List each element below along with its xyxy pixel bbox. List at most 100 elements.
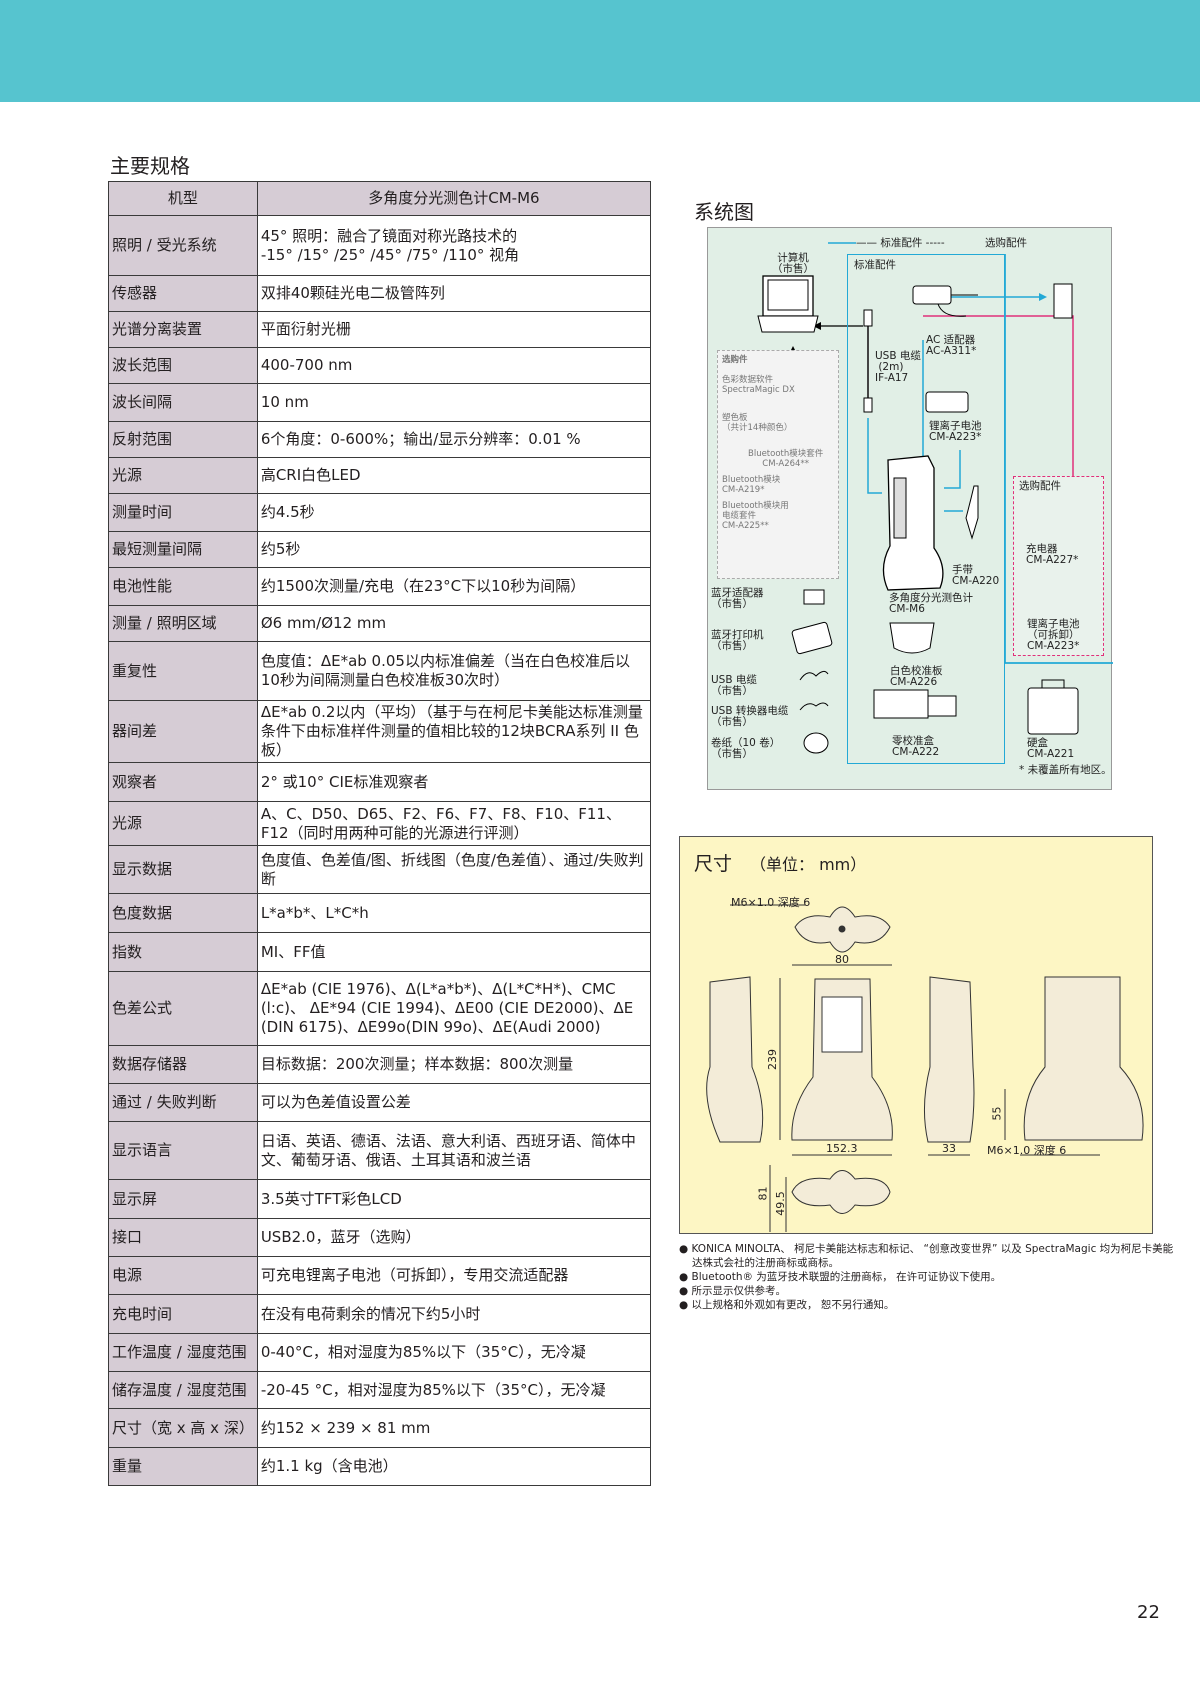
spec-value: 45° 照明：融合了镜面对称光路技术的 -15° /15° /25° /45° …: [256, 215, 652, 276]
white-cal-label: 白色校准板 CM-A226: [890, 665, 943, 688]
paper-roll-icon: [803, 732, 829, 754]
tiles-label: 塑色板 （共计14种颜色）: [722, 413, 793, 433]
spec-label: 工作温度 / 湿度范围: [108, 1333, 258, 1372]
page-number: 22: [1137, 1602, 1160, 1623]
strap-icon: [965, 485, 979, 540]
optional-header: 选购件: [722, 355, 748, 365]
computer-label: 计算机 （市售）: [772, 252, 814, 275]
spec-value: ΔE*ab 0.2以内（平均）（基于与在柯尼卡美能达标准测量条件下由标准样件测量…: [256, 700, 652, 763]
table-row: 传感器双排40颗硅光电二极管阵列: [108, 275, 652, 312]
charger-label: 充电器 CM-A227*: [1026, 543, 1079, 566]
footnotes: ● KONICA MINOLTA、 柯尼卡美能达标志和标记、 “创意改变世界” …: [679, 1242, 1179, 1312]
standard-label: 标准配件: [854, 259, 896, 271]
ac-adapter-label: AC 适配器 AC-A311*: [926, 334, 977, 357]
spec-value: 约1500次测量/充电（在23°C下以10秒为间隔）: [256, 567, 652, 606]
table-row: 通过 / 失败判断可以为色差值设置公差: [108, 1083, 652, 1122]
spec-label: 储存温度 / 湿度范围: [108, 1371, 258, 1409]
spec-label: 照明 / 受光系统: [108, 215, 258, 276]
spec-value: 约5秒: [256, 531, 652, 568]
spec-value: 0-40°C，相对湿度为85%以下（35°C），无冷凝: [256, 1333, 652, 1372]
spec-label: 电源: [108, 1256, 258, 1295]
system-title: 系统图: [694, 200, 754, 224]
spec-label: 充电时间: [108, 1294, 258, 1334]
table-row: 显示数据色度值、色差值/图、折线图（色度/色差值）、通过/失败判断: [108, 845, 652, 894]
spec-value: 日语、英语、德语、法语、意大利语、西班牙语、简体中文、葡萄牙语、俄语、土耳其语和…: [256, 1121, 652, 1180]
table-row: 重复性色度值：ΔE*ab 0.05以内标准偏差（当在白色校准后以10秒为间隔测量…: [108, 641, 652, 701]
spec-value: 6个角度：0-600%；输出/显示分辨率：0.01 %: [256, 421, 652, 458]
table-row: 光谱分离装置平面衍射光栅: [108, 311, 652, 348]
zero-calibration-icon: [873, 689, 929, 719]
spec-label: 显示屏: [108, 1179, 258, 1219]
spec-value: 3.5英寸TFT彩色LCD: [256, 1179, 652, 1219]
table-row: 显示语言日语、英语、德语、法语、意大利语、西班牙语、简体中文、葡萄牙语、俄语、土…: [108, 1121, 652, 1180]
footnote: ● KONICA MINOLTA、 柯尼卡美能达标志和标记、 “创意改变世界” …: [679, 1243, 1174, 1269]
spec-label: 色度数据: [108, 893, 258, 933]
spec-value: 10 nm: [256, 383, 652, 422]
white-calibration-icon: [889, 622, 935, 654]
table-row: 光源高CRI白色LED: [108, 457, 652, 494]
bt-kit-label: Bluetooth模块套件 CM-A264**: [748, 449, 824, 469]
battery-icon: [925, 391, 969, 413]
spec-label: 传感器: [108, 275, 258, 312]
spec-label: 重复性: [108, 641, 258, 701]
spec-value: 色度值、色差值/图、折线图（色度/色差值）、通过/失败判断: [256, 845, 652, 894]
table-header: 机型 多角度分光测色计CM-M6: [108, 181, 652, 216]
spec-label: 数据存储器: [108, 1045, 258, 1084]
spec-value: 约4.5秒: [256, 493, 652, 532]
spec-value: 400-700 nm: [256, 347, 652, 384]
spec-label: 通过 / 失败判断: [108, 1083, 258, 1122]
dimensions-panel: 尺寸 （单位： mm） M6×1.0 深度 6 80 239 152.3 55 …: [679, 836, 1153, 1234]
arrow-icon: [813, 322, 821, 330]
bt-module-label: Bluetooth模块 CM-A219*: [722, 475, 781, 495]
spec-label: 光谱分离装置: [108, 311, 258, 348]
spec-label: 波长间隔: [108, 383, 258, 422]
spec-value: Ø6 mm/Ø12 mm: [256, 605, 652, 642]
spec-value: 2° 或10° CIE标准观察者: [256, 762, 652, 802]
spec-label: 重量: [108, 1447, 258, 1486]
optional-accessories-box: [1013, 476, 1104, 656]
spec-value: 可以为色差值设置公差: [256, 1083, 652, 1122]
footnote: ● 以上规格和外观如有更改， 恕不另行通知。: [679, 1299, 895, 1311]
table-row: 测量时间约4.5秒: [108, 493, 652, 532]
paper-roll-label: 卷纸（10 卷） （市售）: [711, 737, 781, 760]
legend-standard: —— 标准配件 -----: [856, 237, 945, 249]
footnote: ● Bluetooth® 为蓝牙技术联盟的注册商标， 在许可证协议下使用。: [679, 1271, 1002, 1283]
spec-value: ΔE*ab (CIE 1976)、Δ(L*a*b*)、Δ(L*C*H*)、CMC…: [256, 971, 652, 1046]
battery-optional-label: 锂离子电池 （可拆卸） CM-A223*: [1027, 618, 1080, 652]
system-diagram: 选购件 色彩数据软件 SpectraMagic DX 塑色板 （共计14种颜色）…: [707, 227, 1113, 790]
spec-label: 器间差: [108, 700, 258, 763]
spec-label: 色差公式: [108, 971, 258, 1046]
thread-side-label: M6×1.0 深度 6: [987, 1144, 1067, 1157]
bt-cable-label: Bluetooth模块用 电缆套件 CM-A225**: [722, 501, 789, 531]
spec-label: 接口: [108, 1218, 258, 1257]
spec-value: 平面衍射光栅: [256, 311, 652, 348]
spec-value: -20-45 °C，相对湿度为85%以下（35°C），无冷凝: [256, 1371, 652, 1409]
spec-label: 尺寸（宽 x 高 x 深）: [108, 1408, 258, 1448]
dim-49-5: 49.5: [773, 1191, 787, 1216]
spec-label: 测量时间: [108, 493, 258, 532]
table-row: 尺寸（宽 x 高 x 深）约152 × 239 × 81 mm: [108, 1408, 652, 1448]
usb-cable-label: USB 电缆 (2m) IF-A17: [875, 350, 921, 384]
optional-software-box: 选购件 色彩数据软件 SpectraMagic DX 塑色板 （共计14种颜色）…: [717, 350, 839, 579]
battery-label: 锂离子电池 CM-A223*: [929, 420, 982, 443]
hard-case-label: 硬盒 CM-A221: [1027, 737, 1075, 760]
header-banner: [0, 0, 1200, 102]
usb-converter-icon: [799, 702, 829, 711]
table-row: 电池性能约1500次测量/充电（在23°C下以10秒为间隔）: [108, 567, 652, 606]
dimensions-title: 尺寸: [694, 853, 733, 875]
dim-239: 239: [766, 1049, 779, 1070]
table-row: 最短测量间隔约5秒: [108, 531, 652, 568]
dim-80: 80: [835, 953, 849, 966]
spec-label: 最短测量间隔: [108, 531, 258, 568]
spec-value: 目标数据：200次测量；样本数据：800次测量: [256, 1045, 652, 1084]
spec-value: 色度值：ΔE*ab 0.05以内标准偏差（当在白色校准后以10秒为间隔测量白色校…: [256, 641, 652, 701]
spec-value: 约152 × 239 × 81 mm: [256, 1408, 652, 1448]
